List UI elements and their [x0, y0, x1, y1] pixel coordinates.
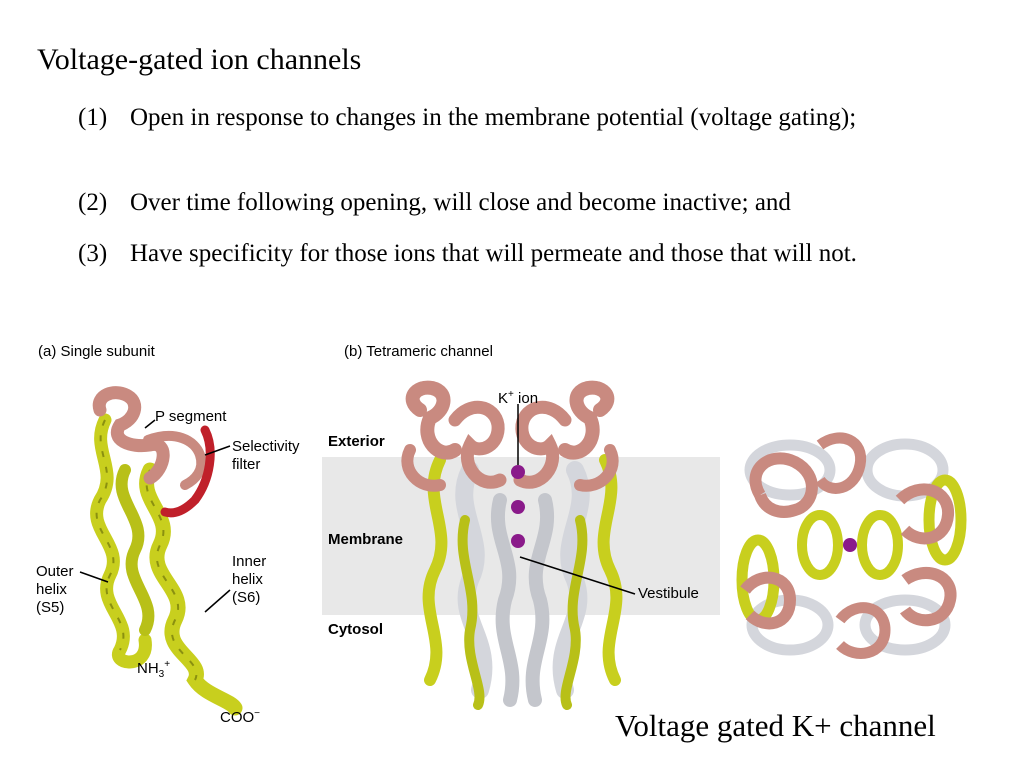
p-segment-label: P segment — [155, 408, 227, 425]
coo-label: COO− — [220, 708, 261, 726]
figure-a-label: (a) Single subunit — [38, 343, 155, 360]
tetrameric-top-view — [736, 432, 967, 659]
figure-caption: Voltage gated K+ channel — [615, 708, 936, 743]
exterior-label: Exterior — [328, 433, 385, 450]
membrane-label: Membrane — [328, 531, 404, 548]
k-ion-top — [843, 538, 857, 552]
cytosol-label: Cytosol — [328, 621, 384, 638]
nh3-label: NH3+ — [137, 659, 171, 680]
list-number: (3) — [78, 240, 108, 267]
tetrameric-side-view — [401, 380, 636, 710]
k-ion-3 — [511, 534, 525, 548]
vestibule-label: Vestibule — [638, 585, 699, 602]
list-number: (1) — [78, 104, 108, 131]
k-ion-1 — [511, 465, 525, 479]
selectivity-filter-label: Selectivity filter — [232, 438, 300, 473]
slide-title: Voltage-gated ion channels — [37, 43, 362, 76]
outer-helix-label: Outer helix (S5) — [36, 563, 74, 616]
single-subunit-structure — [79, 386, 243, 716]
list-text: Have specificity for those ions that wil… — [130, 240, 857, 267]
inner-helix-label: Inner helix (S6) — [232, 553, 267, 606]
list-text: Open in response to changes in the membr… — [130, 104, 857, 131]
k-ion-label: K+ ion — [498, 389, 539, 407]
list-number: (2) — [78, 189, 108, 216]
figure-b-label: (b) Tetrameric channel — [344, 343, 493, 360]
list-text: Over time following opening, will close … — [130, 189, 791, 216]
k-ion-2 — [511, 500, 525, 514]
